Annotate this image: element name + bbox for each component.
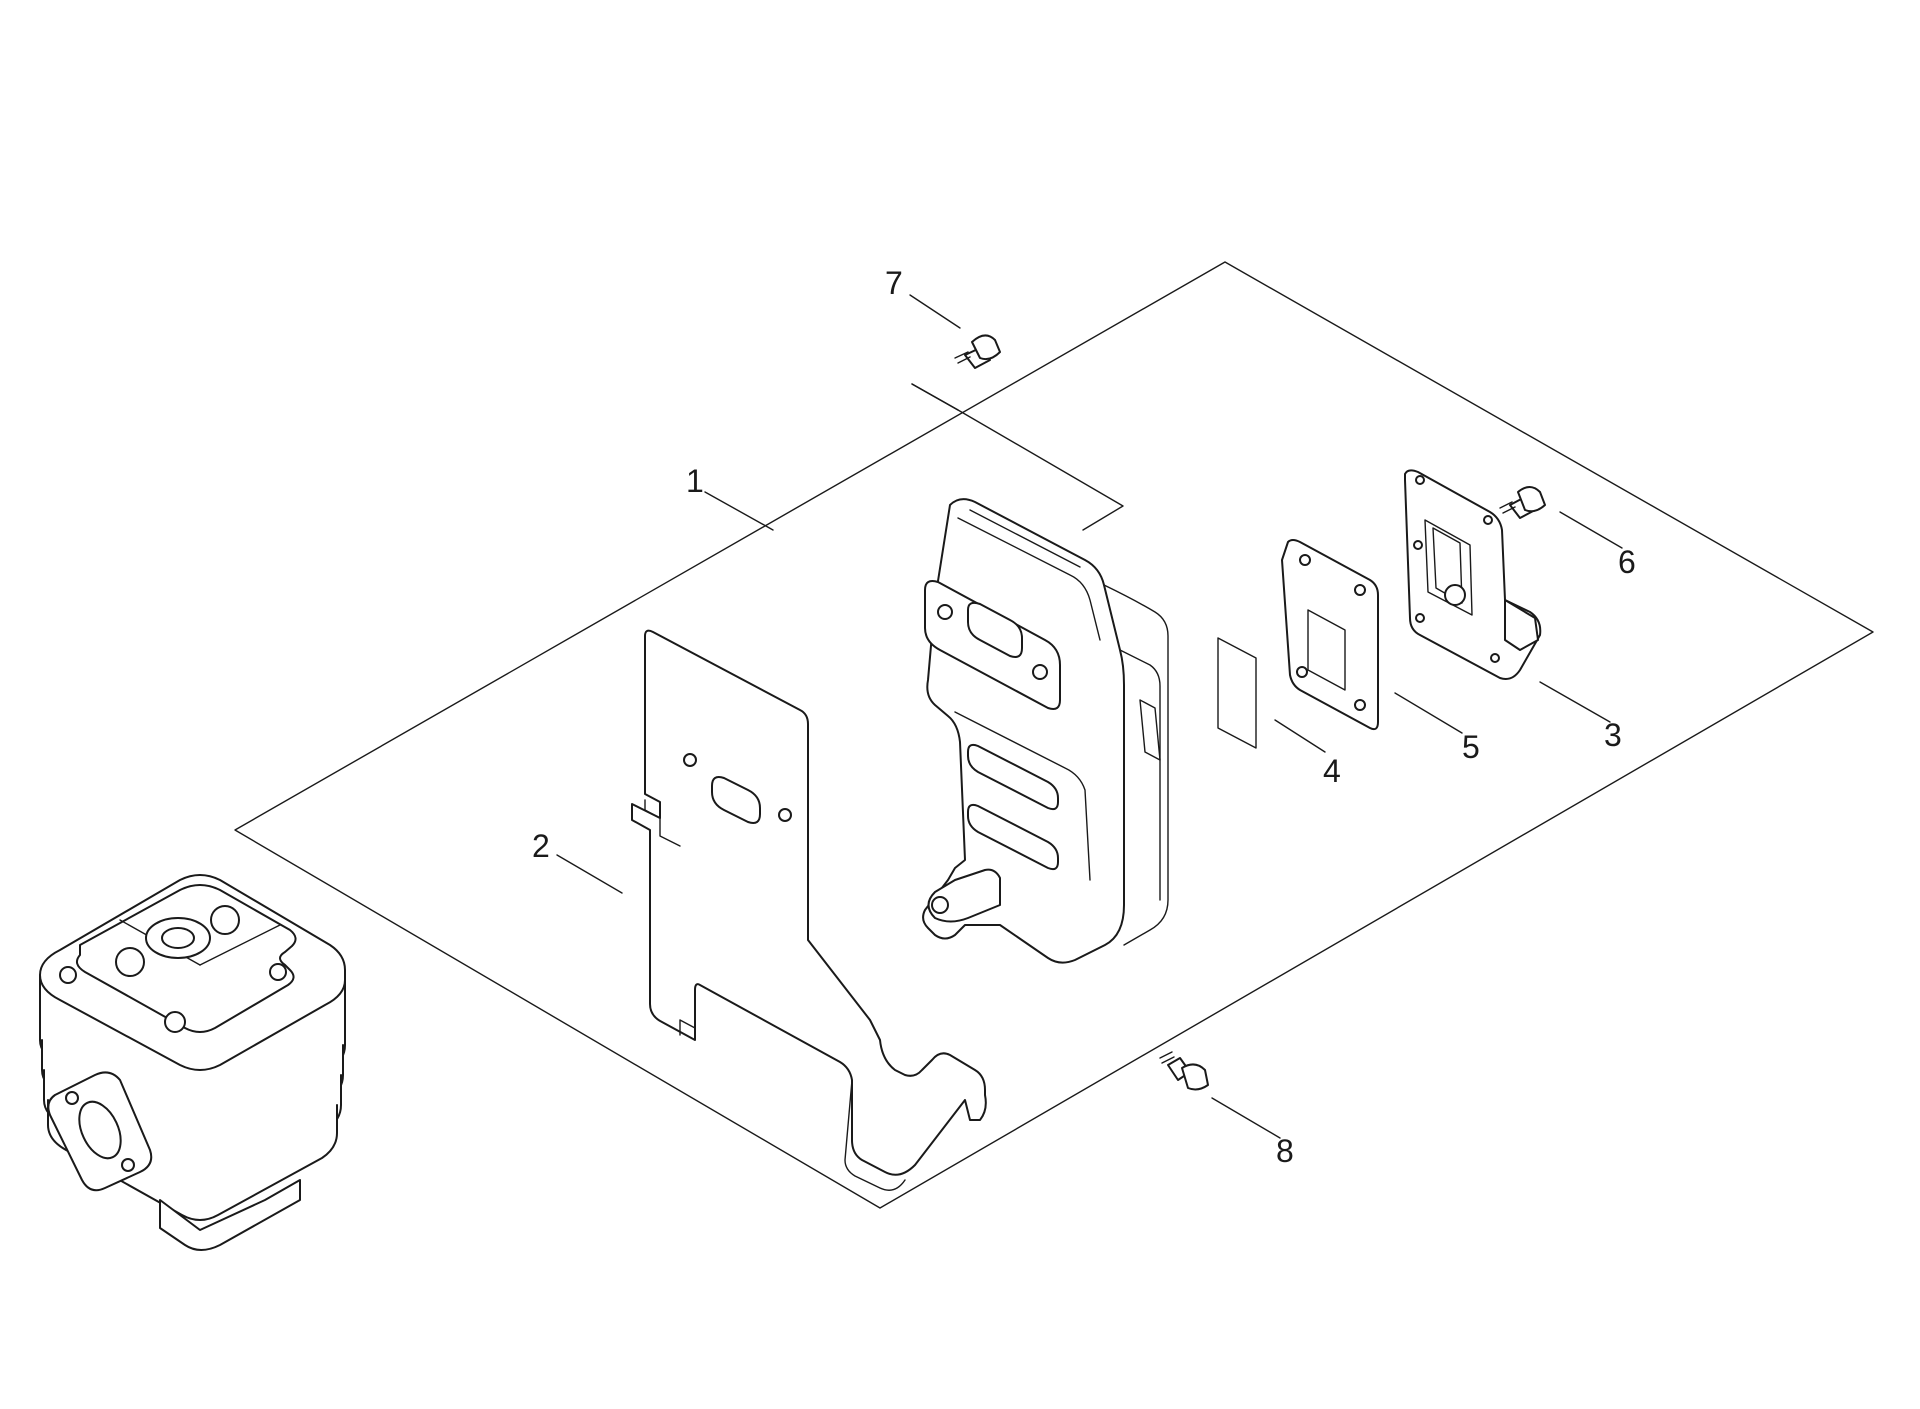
callout-1: 1 [686,463,704,499]
callout-7: 7 [885,265,903,301]
leader-2 [556,854,623,894]
leader-7 [909,294,961,329]
callout-8: 8 [1276,1133,1294,1169]
assembly-outline [234,261,1874,1209]
cylinder-icon [39,874,346,1251]
callout-3: 3 [1604,717,1622,753]
heat-shield-icon [631,629,987,1191]
spark-screen-icon [1217,637,1257,749]
callout-5: 5 [1462,729,1480,765]
leader-6 [1559,511,1623,549]
bolt-7-icon [954,334,1001,369]
leader-1 [704,491,774,531]
spark-arrestor-cover-icon [1404,469,1542,680]
callout-4: 4 [1323,753,1341,789]
gasket-icon [1281,539,1379,731]
bolt-8-icon [1159,1051,1209,1091]
leader-3 [1539,681,1611,723]
callout-2: 2 [532,828,550,864]
bolt-7-bracket [911,383,1124,531]
leader-5 [1394,692,1463,734]
muffler-icon [922,498,1169,964]
leader-8 [1211,1097,1281,1139]
screw-6-icon [1499,486,1546,519]
leader-4 [1274,719,1326,753]
callout-6: 6 [1618,544,1636,580]
